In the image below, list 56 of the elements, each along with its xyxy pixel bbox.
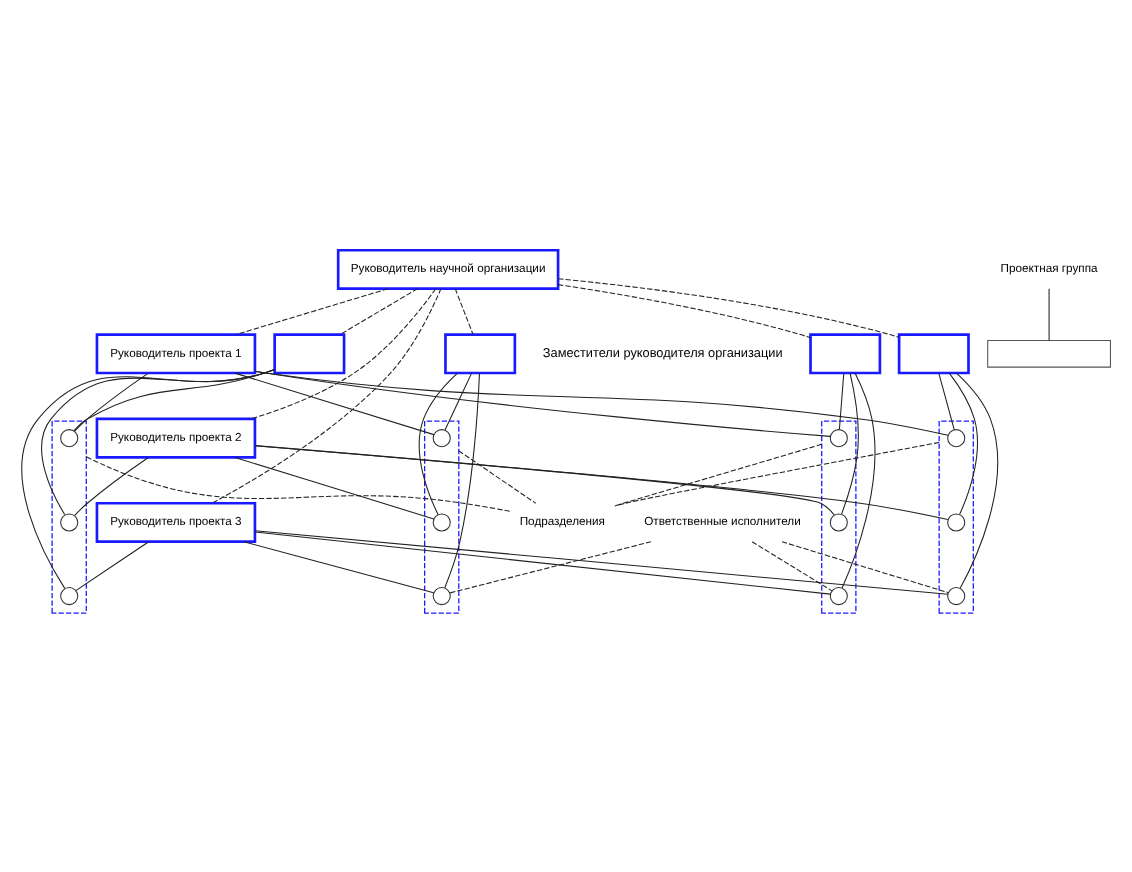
connector <box>243 541 435 594</box>
node-circle <box>829 587 848 606</box>
node-circle <box>60 587 79 606</box>
connector <box>254 530 949 595</box>
node-circle <box>947 513 966 532</box>
connector <box>557 278 900 338</box>
connector <box>85 456 511 512</box>
connector <box>838 372 845 430</box>
connector <box>614 441 940 507</box>
connector <box>458 450 537 504</box>
cluster <box>938 420 974 614</box>
cluster <box>821 420 857 614</box>
connector <box>235 288 389 336</box>
node-box <box>987 339 1111 368</box>
cluster <box>424 420 460 614</box>
connector <box>938 372 955 431</box>
connector <box>254 445 949 521</box>
connector <box>444 372 481 589</box>
connector <box>234 456 435 520</box>
node-circle <box>829 513 848 532</box>
connector <box>21 369 275 589</box>
connector <box>614 443 823 507</box>
connector <box>444 372 473 431</box>
connector <box>339 288 418 336</box>
node-box <box>809 333 882 375</box>
connector <box>454 288 474 336</box>
connector <box>74 456 149 516</box>
node-box <box>444 333 517 375</box>
connector <box>781 541 949 594</box>
connector <box>449 541 652 594</box>
connector <box>74 372 149 432</box>
connector <box>1048 288 1050 341</box>
node-circle <box>432 587 451 606</box>
connector <box>254 370 949 436</box>
node-circle <box>947 429 966 448</box>
connector <box>955 372 999 589</box>
connector <box>250 288 437 420</box>
node-circle <box>432 429 451 448</box>
node-box <box>897 333 970 375</box>
connector <box>211 288 442 504</box>
connector <box>841 372 876 589</box>
connector <box>234 372 435 436</box>
node-circle <box>947 587 966 606</box>
cluster <box>51 420 87 614</box>
node-circle <box>432 513 451 532</box>
node-circle <box>829 429 848 448</box>
connector <box>75 541 150 592</box>
connector <box>557 284 811 339</box>
connector <box>418 372 459 516</box>
node-box <box>273 333 346 375</box>
connector <box>751 541 833 592</box>
connector <box>254 531 831 595</box>
node-circle <box>60 513 79 532</box>
connector <box>841 372 859 515</box>
node-circle <box>60 429 79 448</box>
connector <box>948 372 978 515</box>
